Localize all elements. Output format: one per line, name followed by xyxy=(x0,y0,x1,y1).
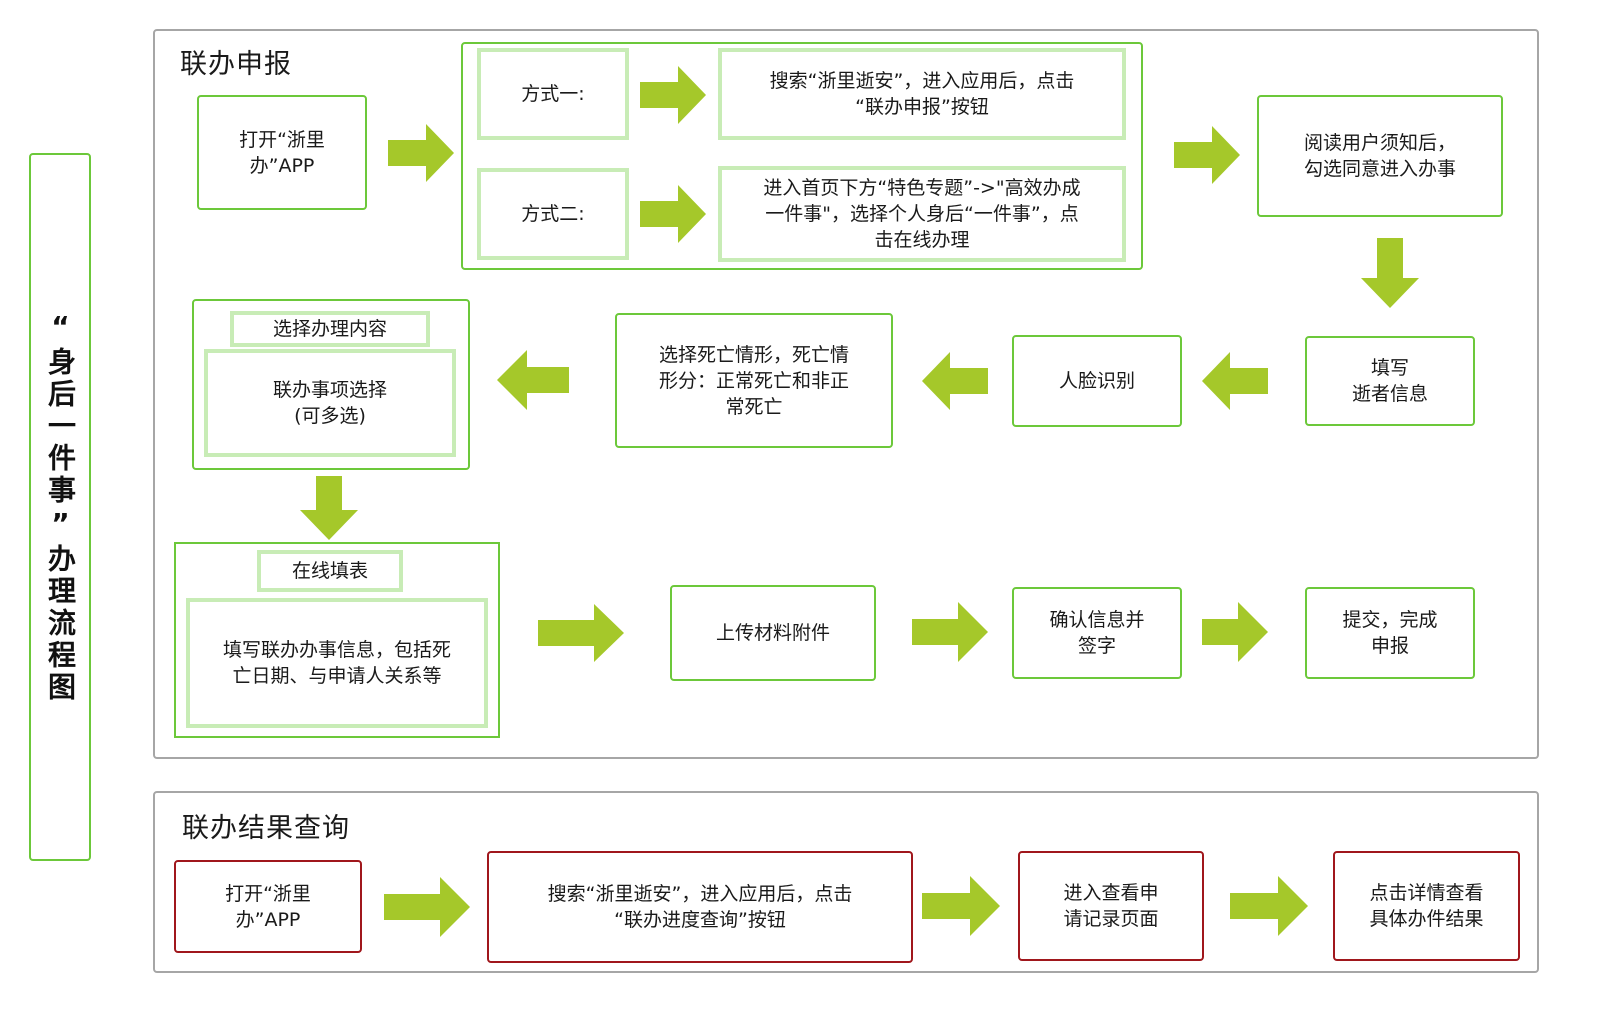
flowchart-title: “身后一件事”办理流程图 xyxy=(44,310,77,704)
online-form-body: 填写联办办事信息，包括死 亡日期、与申请人关系等 xyxy=(186,598,488,728)
arrow-right-icon xyxy=(640,185,706,243)
query-open-app-step: 打开“浙里 办”APP xyxy=(174,860,362,953)
arrow-right-icon xyxy=(1230,876,1308,936)
face-recognition-step: 人脸识别 xyxy=(1012,335,1182,427)
arrow-right-icon xyxy=(912,602,988,662)
select-content-header: 选择办理内容 xyxy=(230,311,430,347)
query-records-step: 进入查看申 请记录页面 xyxy=(1018,851,1204,961)
fill-deceased-step: 填写 逝者信息 xyxy=(1305,336,1475,426)
arrow-right-icon xyxy=(1174,126,1240,184)
arrow-right-icon xyxy=(922,876,1000,936)
arrow-down-icon xyxy=(300,476,358,540)
arrow-down-icon xyxy=(1361,238,1419,308)
open-app-step: 打开“浙里 办”APP xyxy=(197,95,367,210)
arrow-left-icon xyxy=(1202,352,1268,410)
arrow-left-icon xyxy=(497,350,569,410)
arrow-right-icon xyxy=(384,877,470,937)
arrow-right-icon xyxy=(640,66,706,124)
read-notice-step: 阅读用户须知后， 勾选同意进入办事 xyxy=(1257,95,1503,217)
arrow-left-icon xyxy=(922,352,988,410)
select-content-body: 联办事项选择 (可多选) xyxy=(204,349,456,457)
declare-panel-title: 联办申报 xyxy=(180,49,292,80)
method2-label: 方式二: xyxy=(477,168,629,260)
method1-description: 搜索“浙里逝安”，进入应用后，点击 “联办申报”按钮 xyxy=(718,48,1126,140)
arrow-right-icon xyxy=(538,604,624,662)
query-search-step: 搜索“浙里逝安”，进入应用后，点击 “联办进度查询”按钮 xyxy=(487,851,913,963)
flowchart-title-box: “身后一件事”办理流程图 xyxy=(29,153,91,861)
online-form-header: 在线填表 xyxy=(257,550,403,592)
method2-description: 进入首页下方“特色专题”->"高效办成 一件事"，选择个人身后“一件事”，点 击… xyxy=(718,166,1126,262)
method1-label: 方式一: xyxy=(477,48,629,140)
arrow-right-icon xyxy=(1202,602,1268,662)
upload-step: 上传材料附件 xyxy=(670,585,876,681)
query-details-step: 点击详情查看 具体办件结果 xyxy=(1333,851,1520,961)
select-death-step: 选择死亡情形，死亡情 形分：正常死亡和非正 常死亡 xyxy=(615,313,893,448)
arrow-right-icon xyxy=(388,124,454,182)
confirm-sign-step: 确认信息并 签字 xyxy=(1012,587,1182,679)
submit-step: 提交，完成 申报 xyxy=(1305,587,1475,679)
query-panel-title: 联办结果查询 xyxy=(182,813,350,844)
